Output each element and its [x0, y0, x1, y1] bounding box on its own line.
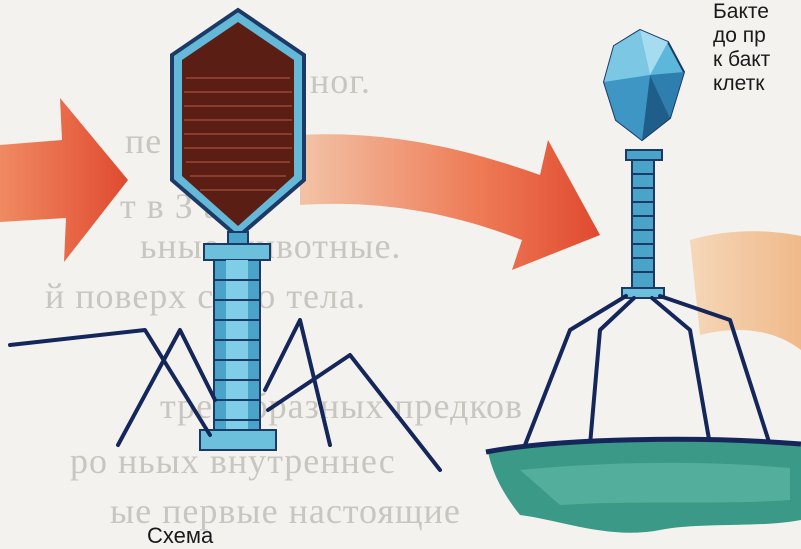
- top-right-caption: Бакте до пр к бакт клетк: [713, 0, 770, 96]
- caption-line: Бакте: [713, 0, 770, 24]
- middle-arrow: [300, 134, 600, 270]
- right-arrow: [690, 231, 801, 350]
- caption-line: до пр: [713, 24, 770, 48]
- bacterial-cell: [486, 439, 801, 532]
- left-arrow: [0, 98, 128, 262]
- bottom-caption: Схема: [147, 523, 213, 549]
- caption-line: клетк: [713, 72, 770, 96]
- caption-line: к бакт: [713, 48, 770, 72]
